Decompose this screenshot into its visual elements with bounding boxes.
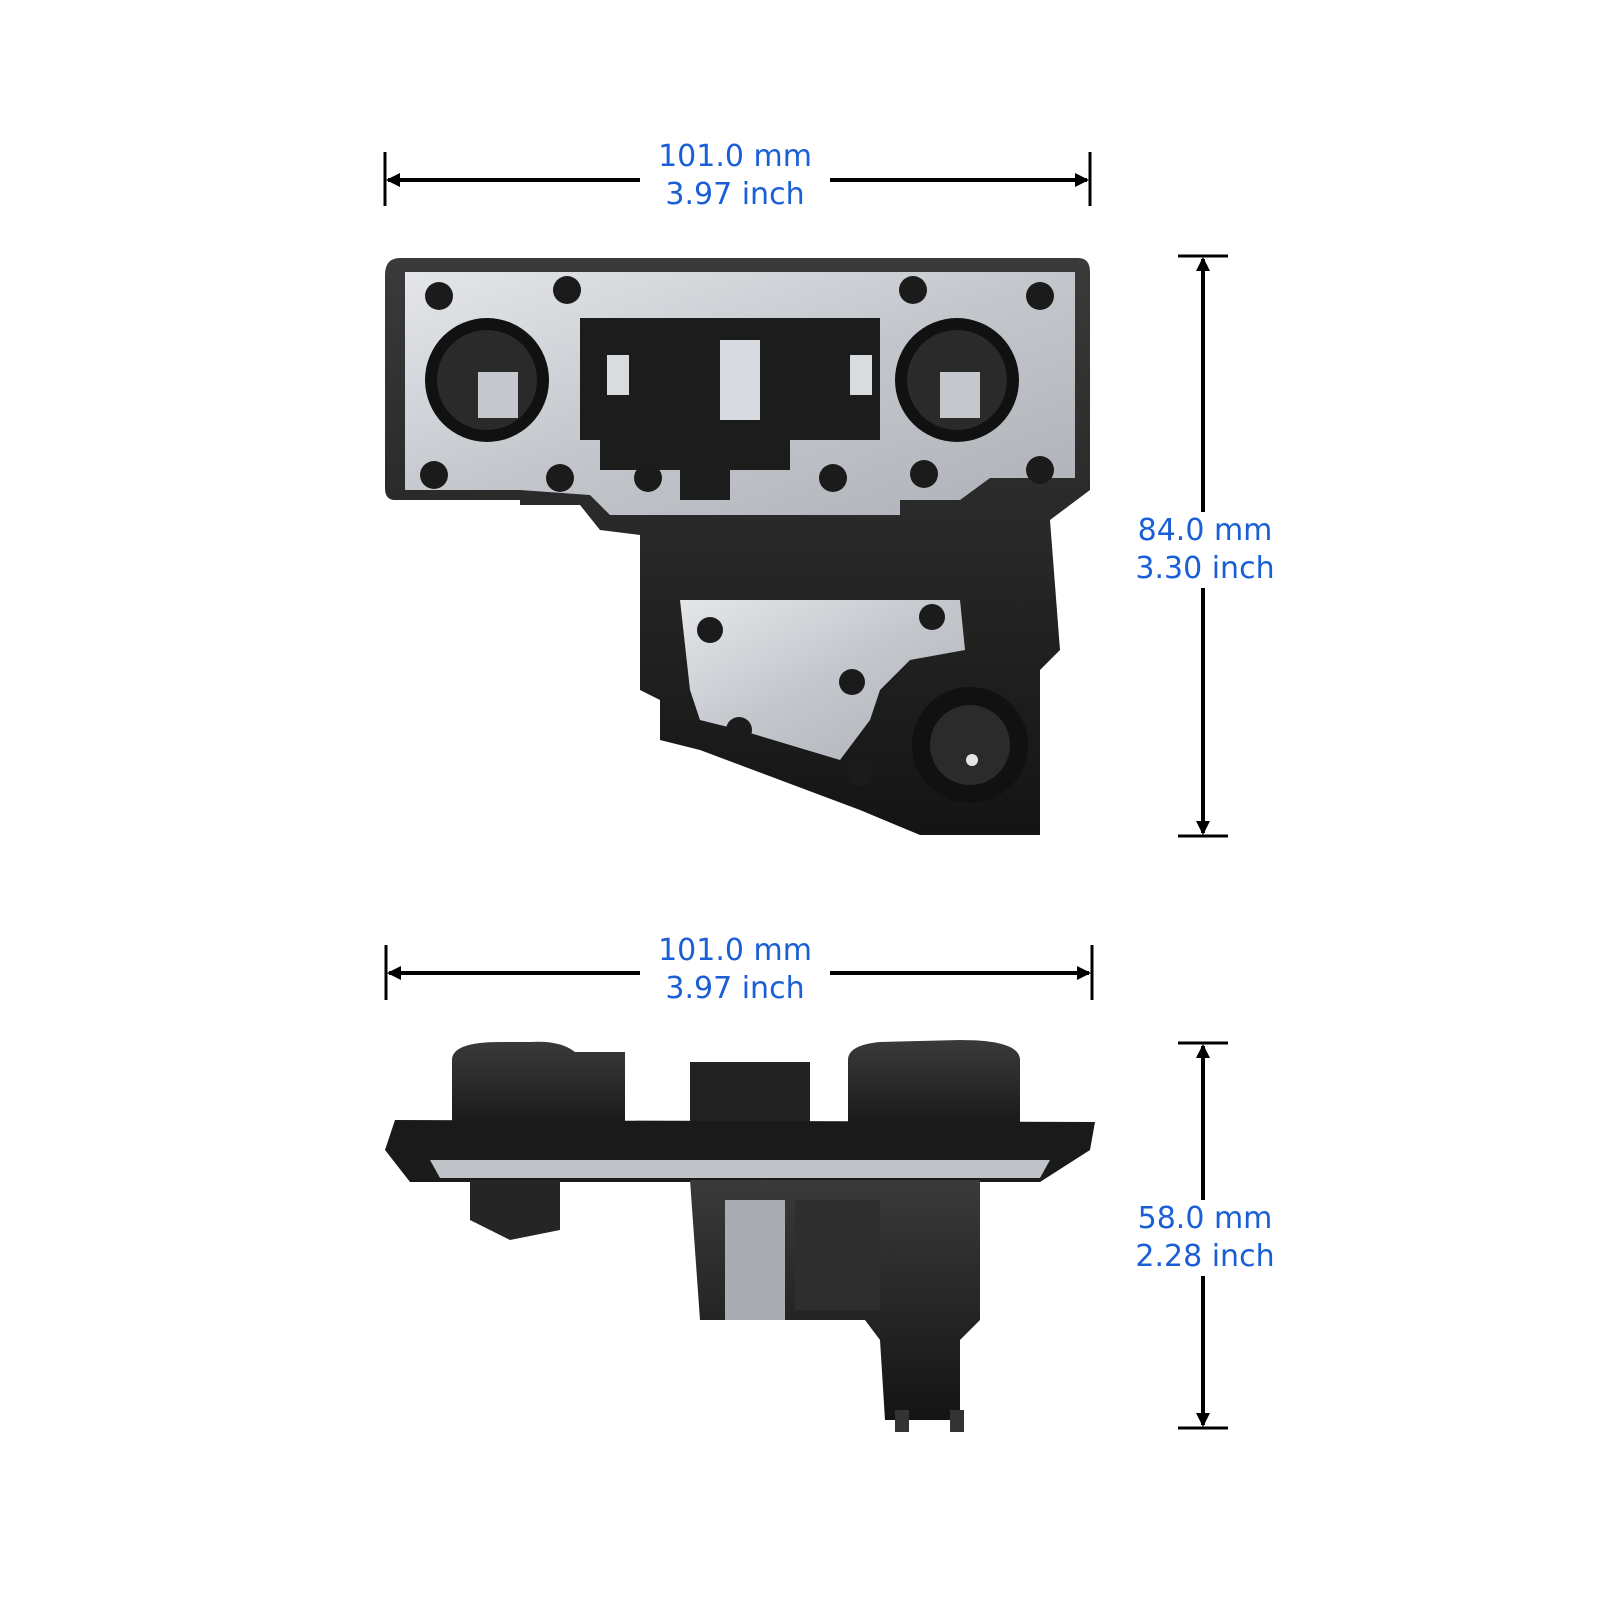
bulb-holder-side-view — [385, 1040, 1095, 1432]
height-mm: 84.0 mm — [1137, 513, 1273, 548]
top-width-inch: 3.97 inch — [665, 177, 805, 212]
bottom-width-inch: 3.97 inch — [665, 971, 805, 1006]
depth-inch: 2.28 inch — [1135, 1239, 1275, 1274]
height-inch: 3.30 inch — [1135, 551, 1275, 586]
bottom-width-mm: 101.0 mm — [658, 933, 812, 968]
top-width-label: 101.0 mm 3.97 inch — [640, 138, 830, 214]
top-width-mm: 101.0 mm — [658, 139, 812, 174]
depth-label: 58.0 mm 2.28 inch — [1130, 1200, 1280, 1276]
depth-mm: 58.0 mm — [1137, 1201, 1273, 1236]
height-label: 84.0 mm 3.30 inch — [1130, 512, 1280, 588]
bottom-width-label: 101.0 mm 3.97 inch — [640, 932, 830, 1008]
bulb-holder-top-view — [385, 258, 1090, 835]
